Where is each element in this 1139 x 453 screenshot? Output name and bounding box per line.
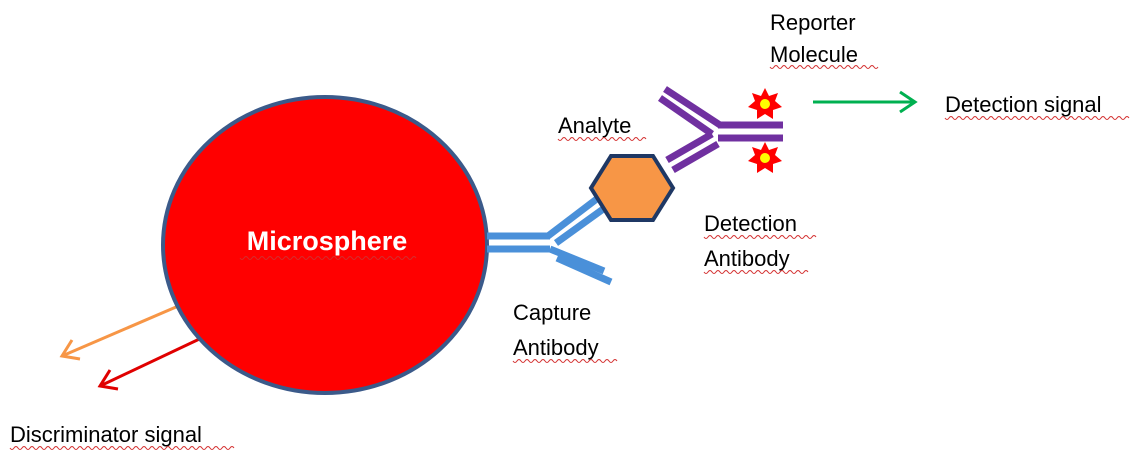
discriminator-arrow-red	[97, 332, 211, 391]
microsphere-label-underline	[239, 256, 417, 260]
detection-signal-underline	[944, 116, 1130, 120]
detection-signal-arrow	[813, 90, 918, 114]
detection-signal-label: Detection signal	[945, 92, 1102, 117]
detection-antibody-label-line2: Antibody	[704, 246, 790, 271]
discriminator-arrow-orange	[59, 302, 184, 361]
analyte-hexagon	[588, 154, 676, 222]
reporter-molecule-bottom	[748, 142, 782, 173]
capture-antibody-label-line2: Antibody	[513, 335, 599, 360]
detection-antibody	[658, 86, 783, 174]
capture-antibody-label-line1: Capture	[513, 300, 591, 325]
reporter-label-line2: Molecule	[770, 42, 858, 67]
analyte-label-underline	[557, 137, 647, 141]
capture-antibody	[487, 195, 613, 286]
reporter-label-underline	[769, 65, 879, 69]
microsphere-label: Microsphere	[247, 226, 408, 256]
discriminator-signal-label: Discriminator signal	[10, 422, 202, 447]
capture-antibody-underline	[512, 359, 618, 363]
analyte-label: Analyte	[558, 113, 631, 138]
microsphere-bead	[161, 95, 489, 395]
detection-antibody-label-line1: Detection	[704, 211, 797, 236]
reporter-label-line1: Reporter	[770, 10, 856, 35]
detection-antibody-underline-2	[703, 270, 809, 274]
discriminator-signal-underline	[9, 446, 235, 450]
reporter-molecule-top	[748, 88, 782, 119]
detection-antibody-underline-1	[703, 235, 817, 239]
